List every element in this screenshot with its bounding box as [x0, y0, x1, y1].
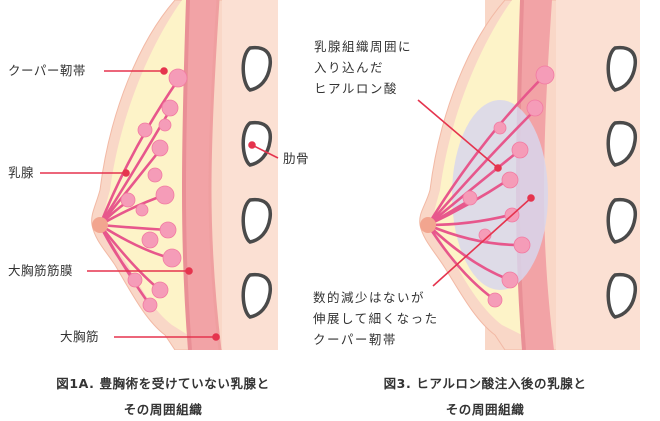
muscle-edge — [208, 0, 222, 350]
gland-lobule — [501, 271, 519, 289]
nipple — [420, 217, 436, 233]
gland-lobule — [478, 228, 492, 242]
label-line: ヒアルロン酸 — [314, 81, 398, 96]
leader-fascia-dot — [185, 267, 193, 275]
gland-lobule — [493, 121, 507, 135]
leader-pectoralis-dot — [212, 333, 220, 341]
gland-lobule — [162, 248, 182, 268]
rib-bone — [241, 45, 273, 92]
milk-duct — [426, 223, 522, 247]
gland-lobule — [462, 190, 478, 206]
gland-lobule — [120, 192, 136, 208]
rib-bone — [606, 272, 638, 319]
leader-stretched-dot — [527, 194, 535, 202]
milk-duct — [426, 108, 537, 227]
gland-lobule — [127, 272, 143, 288]
milk-duct — [426, 223, 497, 302]
gland-lobule — [168, 68, 188, 88]
label-rib: 肋骨 — [283, 151, 310, 166]
milk-duct — [426, 73, 547, 227]
gland-lobule — [147, 167, 163, 183]
rib-bone — [241, 197, 273, 244]
gland-lobule — [511, 141, 529, 159]
figure-1a-illustration — [91, 0, 278, 350]
gland-lobule — [151, 281, 169, 299]
nipple — [92, 217, 108, 233]
gland-lobule — [155, 185, 175, 205]
label-pectoralis-major: 大胸筋 — [60, 329, 100, 344]
label-hyaluronic-acid: 乳腺組織周囲に 入り込んだ ヒアルロン酸 — [314, 36, 412, 99]
leader-cooper-dot — [160, 67, 168, 75]
caption-line: その周囲組織 — [445, 402, 525, 417]
label-cooper-ligament: クーパー靭帯 — [8, 63, 86, 78]
gland-lobule — [158, 118, 172, 132]
milk-duct — [98, 78, 180, 227]
label-line: 入り込んだ — [314, 60, 385, 75]
pectoral-fascia — [181, 0, 192, 350]
leader-rib — [251, 144, 279, 159]
gland-lobule — [501, 171, 519, 189]
gland-lobule — [161, 99, 179, 117]
gland-lobule — [137, 122, 153, 138]
rib-bone — [606, 45, 638, 92]
leader-hyaluronic-dot — [494, 164, 502, 172]
milk-duct — [426, 148, 522, 227]
label-pectoral-fascia: 大胸筋筋膜 — [8, 263, 74, 278]
rib-bone — [606, 197, 638, 244]
caption-line: 図3. ヒアルロン酸注入後の乳腺と — [383, 376, 587, 391]
gland-lobule — [151, 139, 169, 157]
gland-lobule — [142, 297, 158, 313]
label-line: 乳腺組織周囲に — [314, 39, 413, 54]
gland-lobule — [135, 203, 149, 217]
rib-bone — [241, 120, 273, 167]
rib-bone — [241, 272, 273, 319]
leader-mammary-dot — [122, 169, 130, 177]
ribs — [241, 45, 273, 319]
label-line: 数的減少はないが — [313, 290, 426, 305]
label-line: クーパー靭帯 — [313, 332, 397, 347]
label-mammary-gland: 乳腺 — [8, 165, 35, 180]
label-line: 伸展して細くなった — [313, 311, 439, 326]
mammary-gland — [426, 65, 555, 308]
label-stretched-cooper: 数的減少はないが 伸展して細くなった クーパー靭帯 — [313, 287, 439, 350]
leader-lines — [40, 67, 535, 341]
milk-duct — [426, 213, 512, 227]
gland-lobule — [535, 65, 555, 85]
gland-lobule — [159, 221, 177, 239]
gland-lobule — [487, 292, 503, 308]
milk-duct — [426, 223, 512, 282]
caption-line: その周囲組織 — [123, 402, 203, 417]
caption-figure-3: 図3. ヒアルロン酸注入後の乳腺と その周囲組織 — [340, 376, 630, 418]
figure-3-illustration — [419, 0, 640, 350]
leader-stretched — [432, 197, 532, 287]
caption-figure-1a: 図1A. 豊胸術を受けていない乳腺と その周囲組織 — [18, 376, 308, 418]
ribs — [606, 45, 638, 319]
gland-lobule — [526, 99, 544, 117]
gland-lobule — [141, 231, 159, 249]
rib-bone — [606, 120, 638, 167]
caption-line: 図1A. 豊胸術を受けていない乳腺と — [56, 376, 270, 391]
gland-lobule — [513, 236, 531, 254]
leader-rib-dot — [248, 141, 256, 149]
leader-hyaluronic — [417, 99, 499, 169]
